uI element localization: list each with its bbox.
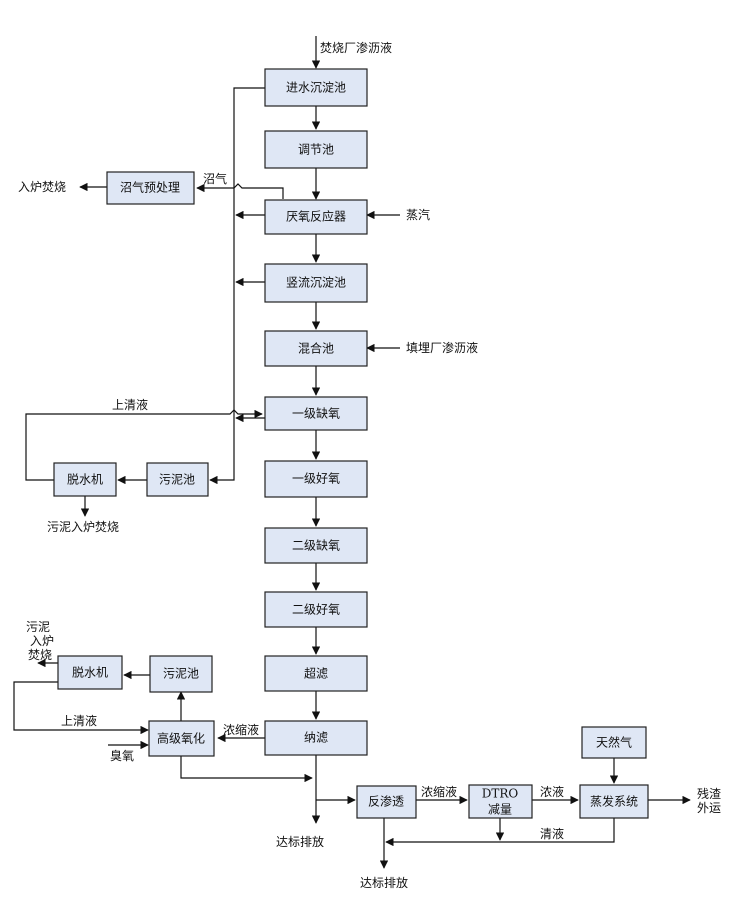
dtro-label-2: 减量 (488, 803, 512, 817)
arrow-supernatant2 (13, 681, 149, 735)
label-sludge2-line3: 焚烧 (28, 648, 52, 662)
process-boxes: 进水沉淀池 调节池 厌氧反应器 竖流沉淀池 混合池 一级缺氧 一级好氧 二级缺氧… (53, 68, 649, 819)
aerobic2-label: 二级好氧 (292, 603, 340, 617)
sludge-tank2-label: 污泥池 (163, 667, 199, 681)
vertical-settling-box (264, 263, 368, 303)
label-residue-1: 残渣 (697, 787, 721, 801)
label-ozone: 臭氧 (110, 748, 134, 763)
label-biogas: 沼气 (203, 171, 227, 186)
label-concentrate3: 浓液 (540, 784, 564, 799)
nanofiltration-box (264, 720, 368, 756)
evaporation-label: 蒸发系统 (590, 794, 638, 809)
evaporation-box (579, 784, 649, 819)
aerobic2-box (264, 591, 368, 628)
label-steam: 蒸汽 (406, 207, 430, 222)
label-sludge-to-furnace1: 污泥入炉焚烧 (47, 520, 119, 534)
dewater2-box (57, 655, 123, 690)
natural-gas-label: 天然气 (596, 735, 632, 750)
dtro-label-1: DTRO (482, 787, 519, 801)
inlet-settling-box (264, 68, 368, 107)
regulating-label: 调节池 (298, 143, 334, 157)
natural-gas-box (581, 726, 647, 759)
anoxic1-box (264, 396, 368, 431)
label-clear-liquid: 清液 (540, 826, 564, 841)
advanced-oxidation-label: 高级氧化 (157, 731, 205, 746)
sludge-tank1-label: 污泥池 (159, 473, 195, 487)
dewater1-box (53, 462, 117, 497)
anaerobic-label: 厌氧反应器 (286, 209, 346, 224)
aerobic1-box (264, 460, 368, 498)
ultrafiltration-box (264, 655, 368, 692)
flow-labels: 焚烧厂渗沥液 蒸汽 填埋厂渗沥液 入炉焚烧 沼气 上清液 污泥入炉焚烧 污泥 入… (18, 40, 721, 890)
biogas-pretreatment-box (106, 171, 195, 205)
ro-box (356, 785, 417, 819)
connectors (13, 36, 691, 869)
nanofiltration-label: 纳滤 (304, 731, 328, 745)
label-sludge2-line1: 污泥 (26, 620, 50, 634)
arrow-clear-liquid (385, 818, 615, 847)
advanced-oxidation-box (148, 720, 215, 757)
label-discharge2: 达标排放 (360, 875, 408, 890)
biogas-pretreatment-label: 沼气预处理 (120, 180, 180, 195)
arrow-aox-return (180, 756, 313, 783)
label-supernatant2: 上清液 (61, 713, 97, 728)
dewater1-label: 脱水机 (67, 472, 103, 487)
sludge-tank2-box (149, 655, 213, 693)
label-landfill-leachate: 填埋厂渗沥液 (406, 340, 478, 355)
regulating-box (264, 130, 368, 169)
arrow-biogas (196, 183, 284, 199)
label-discharge1: 达标排放 (276, 834, 324, 849)
dtro-box (468, 784, 533, 819)
vertical-settling-label: 竖流沉淀池 (286, 276, 346, 290)
label-sludge2-line2: 入炉 (30, 634, 54, 648)
label-supernatant1: 上清液 (112, 397, 148, 412)
mixing-label: 混合池 (298, 341, 334, 356)
ultrafiltration-label: 超滤 (304, 666, 328, 681)
aerobic1-label: 一级好氧 (292, 472, 340, 486)
label-residue-2: 外运 (697, 801, 721, 815)
label-concentrate2: 浓缩液 (421, 784, 457, 799)
anoxic2-box (264, 527, 368, 564)
label-concentrate1: 浓缩液 (223, 722, 259, 737)
anoxic2-label: 二级缺氧 (292, 538, 340, 553)
mixing-box (264, 330, 368, 367)
anoxic1-label: 一级缺氧 (292, 406, 340, 421)
arrow-supernatant1 (25, 409, 263, 481)
dewater2-label: 脱水机 (72, 665, 108, 680)
label-incineration-leachate: 焚烧厂渗沥液 (320, 40, 392, 55)
label-to-furnace: 入炉焚烧 (18, 180, 66, 194)
inlet-settling-label: 进水沉淀池 (286, 81, 346, 95)
anaerobic-box (264, 199, 368, 235)
sludge-tank1-box (146, 462, 209, 497)
sludge-collect-line (209, 87, 265, 485)
ro-label: 反渗透 (368, 794, 404, 809)
